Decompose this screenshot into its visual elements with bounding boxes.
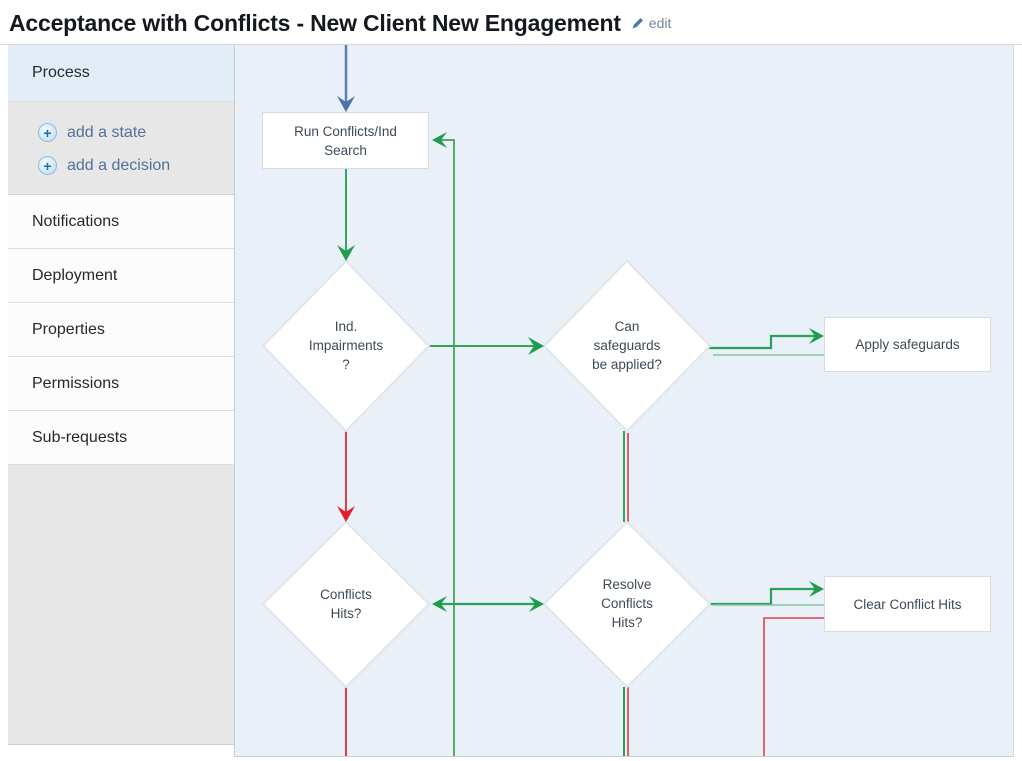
page-title: Acceptance with Conflicts - New Client N… [9, 9, 621, 36]
pencil-icon [632, 18, 643, 29]
arrowhead-to-safeguards [528, 337, 544, 355]
sidebar-item-deployment[interactable]: Deployment [8, 249, 234, 303]
edit-link-label: edit [648, 15, 672, 31]
node-apply-safeguards[interactable]: Apply safeguards [824, 317, 991, 372]
node-label: Run Conflicts/Ind Search [294, 123, 397, 158]
sidebar-filler [8, 465, 234, 745]
arrowhead-start [337, 96, 355, 112]
clear-failure-connector [763, 617, 824, 756]
add-state-button[interactable]: + add a state [38, 116, 234, 149]
workflow-canvas[interactable]: Run Conflicts/Ind Search Apply safeguard… [235, 45, 1014, 757]
sidebar-item-sub-requests[interactable]: Sub-requests [8, 411, 234, 465]
diamond-conflicts-hits[interactable] [261, 520, 431, 689]
resolve-to-clear-connector [709, 587, 817, 606]
node-conflicts-hits[interactable]: Conflicts Hits? [320, 587, 372, 621]
diamond-ind-impairments[interactable] [261, 259, 431, 433]
arrowhead-to-conflicts-left [432, 596, 447, 612]
arrowhead-to-resolve [529, 596, 544, 612]
right-strip [1014, 45, 1021, 757]
sidebar-item-properties[interactable]: Properties [8, 303, 234, 357]
node-label: Apply safeguards [855, 337, 960, 352]
node-clear-conflict-hits[interactable]: Clear Conflict Hits [824, 576, 991, 632]
plus-icon: + [38, 123, 57, 142]
add-decision-label: add a decision [67, 156, 171, 174]
node-can-safeguards[interactable]: Can safeguards be applied? [592, 319, 662, 372]
node-resolve-conflicts-hits[interactable]: Resolve Conflicts Hits? [601, 577, 653, 630]
sidebar-item-notifications[interactable]: Notifications [8, 195, 234, 249]
node-ind-impairments[interactable]: Ind. Impairments ? [308, 319, 384, 372]
arrowhead-return [432, 132, 447, 148]
add-state-label: add a state [67, 123, 147, 141]
edit-link[interactable]: edit [631, 15, 672, 31]
add-decision-button[interactable]: + add a decision [38, 149, 234, 182]
sidebar-item-permissions[interactable]: Permissions [8, 357, 234, 411]
sidebar-item-process[interactable]: Process [8, 45, 234, 102]
plus-icon: + [38, 156, 57, 175]
arrowhead-to-clear [809, 581, 824, 597]
node-run-conflicts-search[interactable]: Run Conflicts/Ind Search [262, 112, 429, 169]
sidebar: Process + add a state + add a decision N… [8, 45, 235, 757]
sidebar-actions: + add a state + add a decision [8, 102, 234, 195]
node-label: Clear Conflict Hits [853, 596, 962, 612]
arrowhead-to-impairments [337, 245, 355, 261]
diamond-can-safeguards[interactable] [542, 259, 712, 433]
flowchart-connectors [261, 45, 824, 756]
main-area: Process + add a state + add a decision N… [0, 45, 1022, 757]
page-header: Acceptance with Conflicts - New Client N… [0, 0, 1022, 45]
arrowhead-to-conflicts [337, 506, 355, 522]
arrowhead-to-apply [809, 328, 824, 344]
safeguards-to-apply-connector [709, 334, 817, 350]
return-connector [441, 139, 455, 756]
diamond-resolve-conflicts-hits[interactable] [542, 520, 712, 689]
